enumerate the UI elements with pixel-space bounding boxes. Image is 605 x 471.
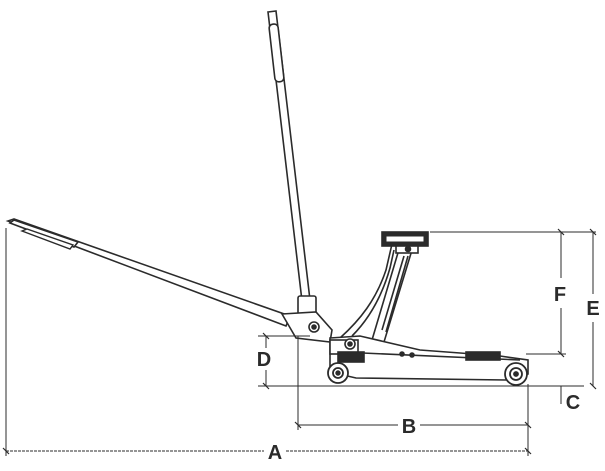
front-wheel xyxy=(504,362,528,386)
lowered-handle xyxy=(5,218,292,328)
dimension-lines xyxy=(5,228,596,456)
lift-arm-inner xyxy=(351,249,395,337)
label-f: F xyxy=(554,284,566,306)
label-a: A xyxy=(268,442,282,464)
lift-arm xyxy=(338,243,413,343)
handle-yoke xyxy=(280,311,333,343)
pump-bracket xyxy=(337,351,365,363)
upright-handle xyxy=(267,10,317,319)
frame xyxy=(329,335,529,381)
saddle xyxy=(381,231,429,254)
rear-caster xyxy=(327,362,349,384)
dimension-ticks xyxy=(2,228,597,455)
label-b: B xyxy=(402,416,416,438)
upright-handle-grip xyxy=(268,23,285,83)
label-e: E xyxy=(586,298,599,320)
label-d: D xyxy=(257,349,271,371)
label-c: C xyxy=(566,392,580,414)
lowered-handle-grip-slot xyxy=(20,228,75,250)
yoke-body xyxy=(280,311,333,343)
